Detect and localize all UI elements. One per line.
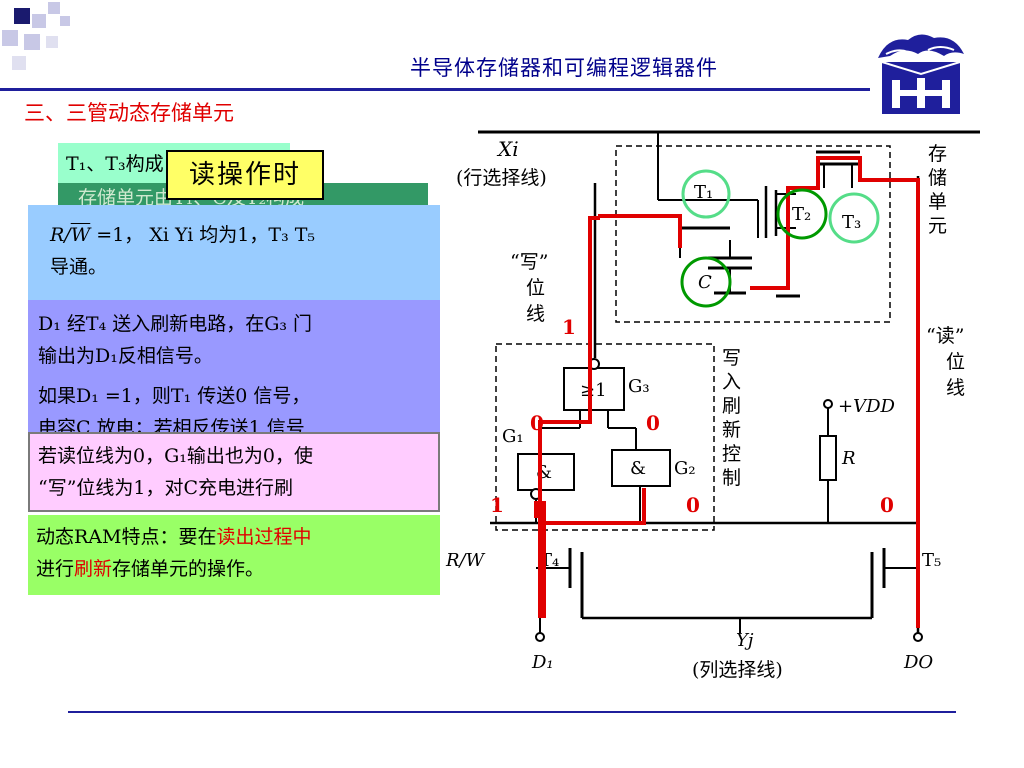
svg-text:DO: DO [903, 652, 933, 673]
g2-and-gate [611, 449, 671, 487]
svg-text:G₃: G₃ [628, 376, 650, 397]
dram-feature-box: 动态RAM特点：要在读出过程中 进行刷新存储单元的操作。 [28, 515, 440, 595]
deco-square [48, 2, 60, 14]
t2-highlight [776, 188, 828, 240]
svg-text:0: 0 [530, 411, 544, 435]
deco-square [12, 56, 26, 70]
svg-text:元: 元 [928, 215, 947, 237]
svg-text:G₂: G₂ [674, 458, 696, 479]
svg-text:“写”: “写” [510, 251, 548, 273]
svg-text:位: 位 [526, 277, 545, 299]
svg-text:R/W: R/W [445, 550, 486, 571]
svg-text:+VDD: +VDD [838, 396, 896, 417]
t3-highlight [828, 192, 880, 244]
svg-text:1: 1 [490, 493, 504, 517]
svg-text:储: 储 [928, 167, 947, 189]
svg-text:C: C [698, 272, 712, 293]
svg-text:刷: 刷 [722, 395, 741, 417]
footer-divider [68, 711, 956, 713]
deco-square [14, 8, 30, 24]
university-logo [878, 34, 964, 114]
g3-nor-gate [563, 367, 625, 411]
svg-text:存: 存 [928, 143, 947, 165]
svg-text:控: 控 [722, 443, 741, 465]
g1-and-gate [517, 453, 575, 491]
deco-square [46, 36, 58, 48]
t1-highlight [681, 169, 731, 219]
write-back-line2: “写”位线为1，对C充电进行刷 [38, 477, 294, 499]
svg-text:T₃: T₃ [842, 212, 861, 233]
dram-feature-line1: 动态RAM特点：要在读出过程中 [36, 526, 312, 548]
refresh-process-box: D₁ 经T₄ 送入刷新电路，在G₃ 门 输出为D₁反相信号。 如果D₁ =1，则… [28, 300, 440, 440]
svg-text:D₁: D₁ [531, 652, 554, 673]
svg-text:R: R [841, 448, 856, 469]
svg-text:(行选择线): (行选择线) [456, 167, 547, 189]
svg-text:Xi: Xi [496, 137, 519, 161]
svg-text:0: 0 [646, 411, 660, 435]
svg-text:T₅: T₅ [922, 550, 941, 571]
deco-square [2, 30, 18, 46]
refresh-line2: 输出为D₁反相信号。 [38, 345, 213, 367]
svg-text:0: 0 [880, 493, 894, 517]
svg-text:位: 位 [946, 351, 965, 373]
three-transistor-dram-circuit: ≥1 G₃ & G₁ & G₂ +VDD R T₄ T₅ T₁ [440, 128, 996, 694]
read-bitline-trace [750, 156, 920, 628]
refresh-line1: D₁ 经T₄ 送入刷新电路，在G₃ 门 [38, 313, 313, 335]
deco-square [60, 16, 70, 26]
svg-text:Yj: Yj [736, 630, 754, 651]
header-title: 半导体存储器和可编程逻辑器件 [410, 56, 718, 80]
deco-square [32, 14, 46, 28]
svg-text:制: 制 [722, 467, 741, 489]
c-highlight [680, 256, 732, 308]
write-back-line1: 若读位线为0，G₁输出也为0，使 [38, 445, 313, 467]
read-operation-label: 读操作时 [166, 150, 324, 200]
svg-text:T₂: T₂ [792, 204, 811, 225]
svg-text:G₁: G₁ [502, 426, 524, 447]
section-title: 三、三管动态存储单元 [24, 101, 234, 125]
read-condition-box: R/W =1， Xi Yi 均为1，T₃ T₅ 导通。 [28, 205, 440, 301]
refresh-line3: 如果D₁ =1，则T₁ 传送0 信号， [38, 385, 311, 407]
refresh-control-box [495, 343, 715, 531]
svg-text:(列选择线): (列选择线) [692, 659, 783, 681]
t1-t3-note-text: T₁、T₃构成 [66, 153, 164, 175]
svg-text:0: 0 [686, 493, 700, 517]
svg-text:入: 入 [722, 371, 741, 393]
dram-feature-line2: 进行刷新存储单元的操作。 [36, 558, 265, 580]
svg-text:1: 1 [562, 315, 576, 339]
resistor-r [819, 435, 837, 481]
svg-text:T₁: T₁ [694, 182, 713, 203]
svg-text:新: 新 [722, 419, 741, 441]
svg-text:写: 写 [722, 347, 741, 369]
storage-unit-box [615, 145, 891, 323]
header-divider [0, 88, 870, 91]
read-condition-line2: 导通。 [50, 256, 108, 278]
deco-square [24, 34, 40, 50]
svg-text:线: 线 [526, 303, 545, 325]
read-condition-line1: R/W =1， Xi Yi 均为1，T₃ T₅ [50, 224, 316, 246]
svg-text:线: 线 [946, 377, 965, 399]
svg-text:“读”: “读” [926, 325, 964, 347]
svg-text:单: 单 [928, 191, 947, 213]
write-bitline-trace [538, 216, 600, 618]
write-back-box: 若读位线为0，G₁输出也为0，使 “写”位线为1，对C充电进行刷 [28, 432, 440, 512]
svg-text:&: & [630, 458, 646, 479]
svg-text:≥1: ≥1 [580, 380, 607, 401]
